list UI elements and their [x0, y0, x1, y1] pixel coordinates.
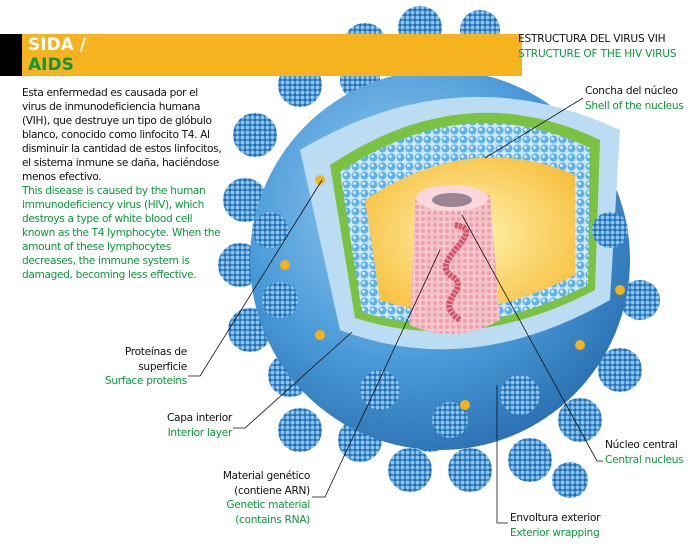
label-envelope-es: Envoltura exterior — [510, 512, 601, 524]
label-nucleus-en: Central nucleus — [605, 453, 684, 466]
label-interior-en: Interior layer — [167, 426, 233, 439]
label-nucleus-es: Núcleo central — [605, 439, 678, 451]
label-envelope: Envoltura exterior Exterior wrapping — [510, 511, 601, 540]
header-black-block — [0, 34, 22, 76]
intro-es: Esta enfermedad es causada por el virus … — [22, 87, 222, 183]
label-genetic-es2: (contiene ARN) — [234, 484, 310, 497]
label-genetic: Material genético (contiene ARN) Genetic… — [223, 469, 310, 527]
label-interior-es: Capa interior — [166, 412, 232, 424]
label-nucleus: Núcleo central Central nucleus — [605, 438, 684, 467]
title-es: SIDA / — [28, 35, 86, 55]
header-bar — [22, 34, 522, 76]
label-genetic-en1: Genetic material — [226, 499, 310, 511]
intro-en: This disease is caused by the human immu… — [22, 185, 221, 281]
title-en: AIDS — [28, 55, 74, 75]
rna-strand — [442, 222, 470, 323]
leader-lines — [188, 97, 603, 524]
diagram-title: ESTRUCTURA DEL VIRUS VIH STRUCTURE OF TH… — [518, 32, 677, 62]
label-surface-es1: Proteínas de — [124, 346, 187, 358]
label-genetic-es1: Material genético — [222, 470, 310, 482]
label-interior: Capa interior Interior layer — [167, 411, 232, 440]
yellow-proteins — [280, 175, 625, 410]
diagram-title-en: STRUCTURE OF THE HIV VIRUS — [518, 48, 677, 60]
label-shell-es: Concha del núcleo — [585, 85, 678, 97]
label-surface-en: Surface proteins — [104, 375, 187, 387]
label-shell-en: Shell of the nucleus — [585, 99, 684, 112]
label-genetic-en2: (contains RNA) — [235, 513, 310, 526]
label-surface-es2: superficie — [138, 360, 187, 373]
central-nucleus — [410, 188, 500, 334]
label-surface: Proteínas de superficie Surface proteins — [105, 345, 187, 389]
label-envelope-en: Exterior wrapping — [510, 526, 600, 539]
label-shell: Concha del núcleo Shell of the nucleus — [585, 84, 684, 113]
diagram-title-es: ESTRUCTURA DEL VIRUS VIH — [518, 33, 666, 45]
